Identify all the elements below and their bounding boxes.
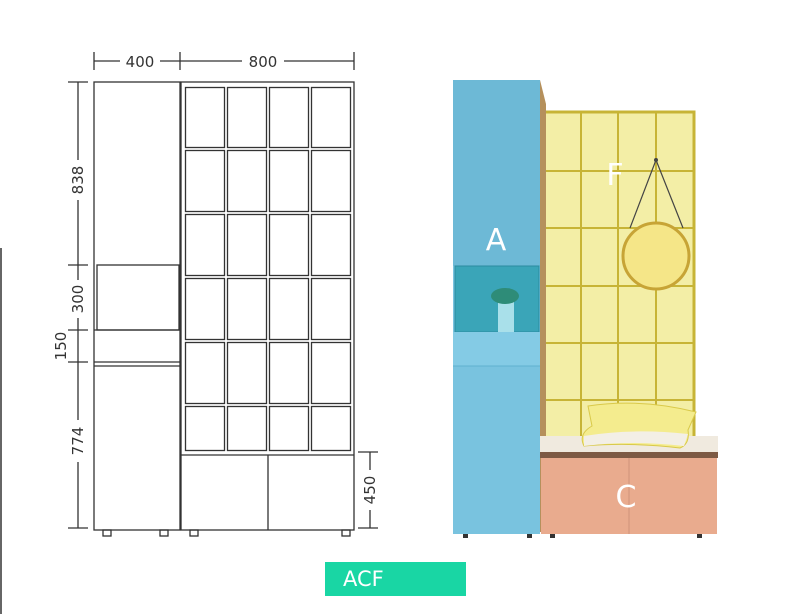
dim-left-width: 400 <box>126 53 155 71</box>
drawing-feet <box>102 529 351 537</box>
dim-right-width: 800 <box>249 53 278 71</box>
cabinet-a <box>453 80 540 538</box>
line-drawing <box>68 52 378 537</box>
width-dimension-lines <box>93 52 355 70</box>
dim-drawer-height: 150 <box>52 332 70 361</box>
height-dimension-lines <box>68 81 378 529</box>
dim-lower-height: 774 <box>69 427 87 456</box>
module-label-panel: F <box>606 158 623 193</box>
module-label-bench: C <box>616 480 637 515</box>
module-label-cabinet: A <box>486 223 507 258</box>
drawing-right-shelving <box>180 81 355 531</box>
dim-upper-height: 838 <box>69 166 87 195</box>
bench-c <box>540 402 718 538</box>
cabinet-side-panel <box>540 80 546 532</box>
dim-bench-height: 450 <box>361 476 379 505</box>
round-mirror-icon <box>621 158 691 291</box>
plant-icon <box>491 288 519 304</box>
dim-niche-height: 300 <box>69 285 87 314</box>
drawing-grid-lines <box>184 86 352 452</box>
model-badge: ACF <box>325 562 466 596</box>
vase-icon <box>498 302 514 332</box>
color-rendering: A F C <box>453 80 718 538</box>
drawing-left-cabinet <box>93 81 181 531</box>
